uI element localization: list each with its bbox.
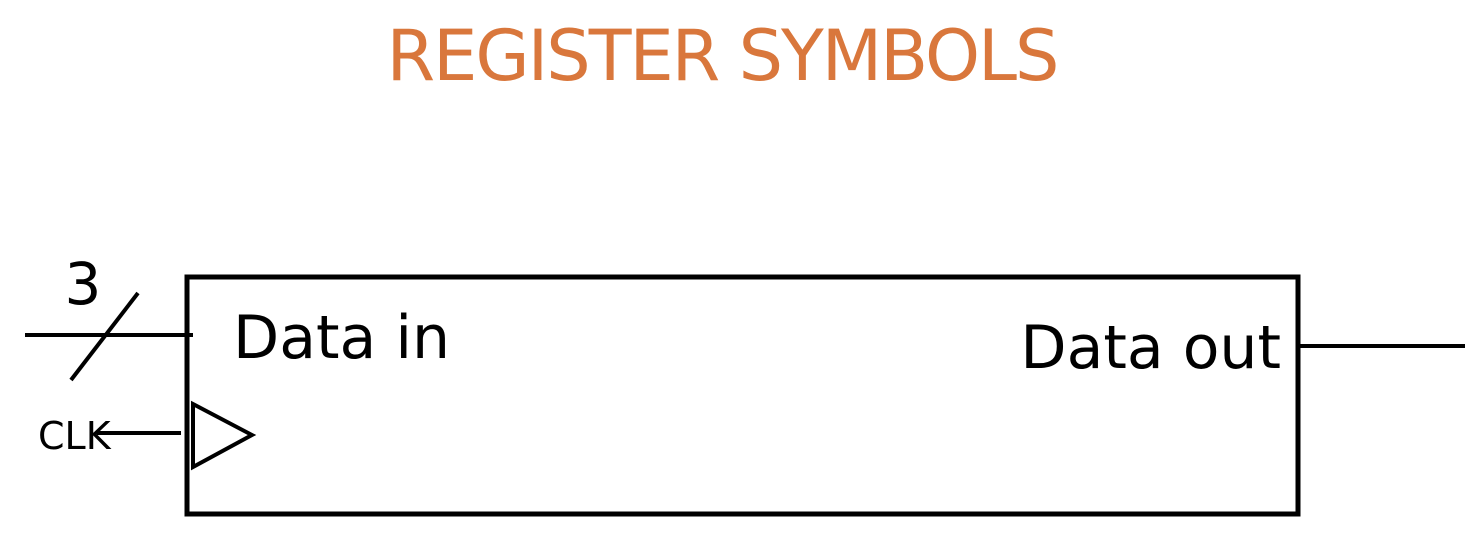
data-out-label: Data out	[1020, 313, 1281, 383]
page-title: REGISTER SYMBOLS	[386, 15, 1060, 97]
clock-label: CLK	[38, 414, 112, 458]
register-box	[184, 274, 1301, 517]
data-in-label: Data in	[233, 303, 450, 373]
bus-slash	[69, 291, 140, 382]
bus-width-label: 3	[65, 250, 102, 318]
clock-triangle-icon	[191, 400, 257, 471]
